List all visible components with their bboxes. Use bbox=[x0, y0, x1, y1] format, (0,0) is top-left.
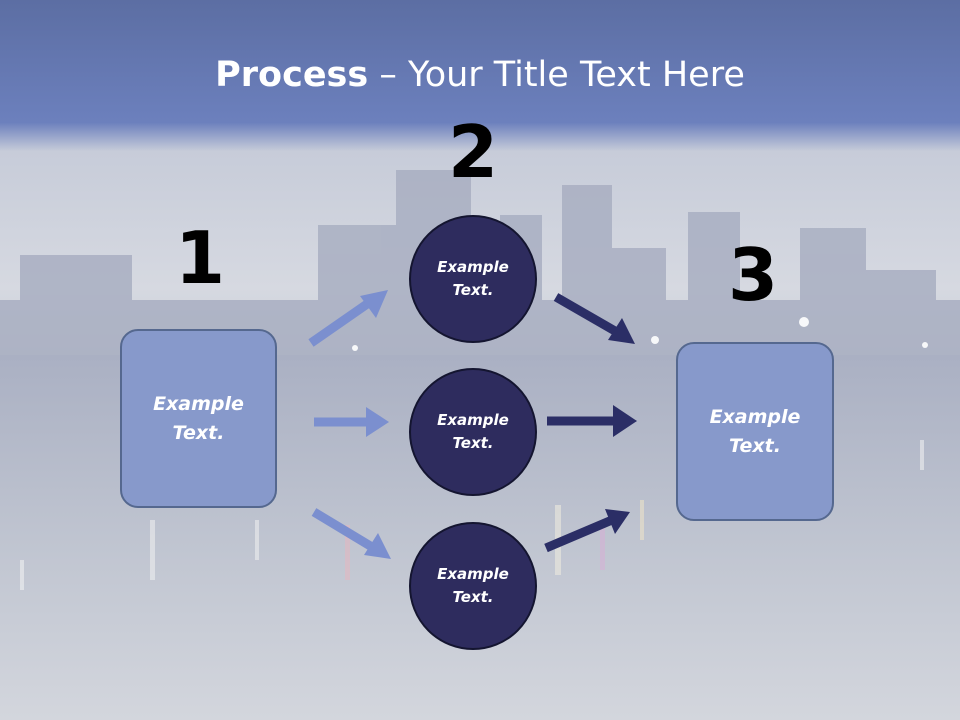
process-circle-bottom: Example Text. bbox=[409, 522, 537, 650]
step-number-3: 3 bbox=[727, 233, 779, 317]
title-rest-part: – Your Title Text Here bbox=[368, 55, 745, 95]
left-box-text: Example Text. bbox=[153, 392, 244, 444]
arrow-middle-to-right bbox=[547, 405, 637, 437]
title-bold-part: Process bbox=[215, 55, 369, 95]
left-process-box: Example Text. bbox=[120, 329, 277, 508]
step-number-2: 2 bbox=[447, 110, 499, 194]
circle-top-text: Example Text. bbox=[437, 258, 509, 299]
arrow-left-to-top bbox=[308, 290, 388, 347]
arrow-left-to-middle bbox=[314, 407, 389, 437]
slide-title: Process – Your Title Text Here bbox=[0, 52, 960, 98]
arrow-bottom-to-right bbox=[544, 509, 630, 553]
step-number-1: 1 bbox=[174, 216, 226, 300]
arrow-left-to-bottom bbox=[311, 508, 391, 559]
right-box-text: Example Text. bbox=[709, 405, 801, 457]
process-circle-top: Example Text. bbox=[409, 215, 537, 343]
circle-bottom-text: Example Text. bbox=[437, 565, 509, 606]
circle-middle-text: Example Text. bbox=[437, 411, 509, 452]
arrow-top-to-right bbox=[553, 293, 635, 344]
process-circle-middle: Example Text. bbox=[409, 368, 537, 496]
right-process-box: Example Text. bbox=[676, 342, 834, 521]
